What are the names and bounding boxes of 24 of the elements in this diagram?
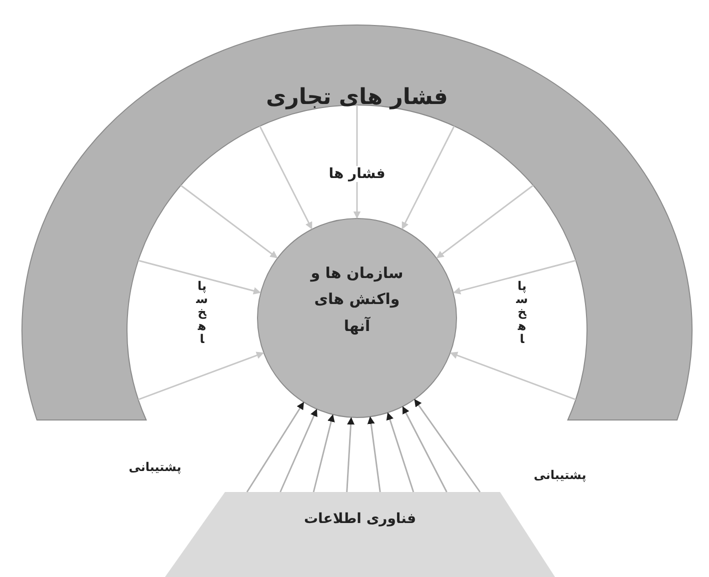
- arrow: [386, 412, 414, 492]
- arrow: [259, 126, 312, 230]
- arrow: [414, 399, 481, 492]
- response-label: پاسخ ها: [196, 280, 208, 346]
- arrow: [450, 352, 576, 400]
- arrow: [346, 417, 355, 492]
- node-label: فناوری اطلاعات: [302, 510, 418, 529]
- arrow: [353, 105, 361, 219]
- band-title: فشار های تجاری: [265, 84, 449, 112]
- support-label: پشتیبانی: [532, 468, 588, 482]
- arrow: [246, 402, 304, 492]
- arrow: [452, 260, 576, 294]
- arrow: [180, 184, 278, 258]
- arrow: [138, 260, 262, 294]
- arrow: [402, 406, 448, 492]
- arrow: [367, 416, 381, 492]
- support-label: پشتیبانی: [128, 460, 182, 474]
- arrow: [436, 184, 534, 258]
- arrow: [402, 126, 455, 230]
- arrow: [280, 408, 318, 492]
- arrow: [138, 352, 264, 400]
- node-label: سازمان ها و واکنش های آنها: [309, 263, 404, 337]
- arrow: [312, 414, 335, 492]
- response-label: پاسخ ها: [516, 280, 528, 346]
